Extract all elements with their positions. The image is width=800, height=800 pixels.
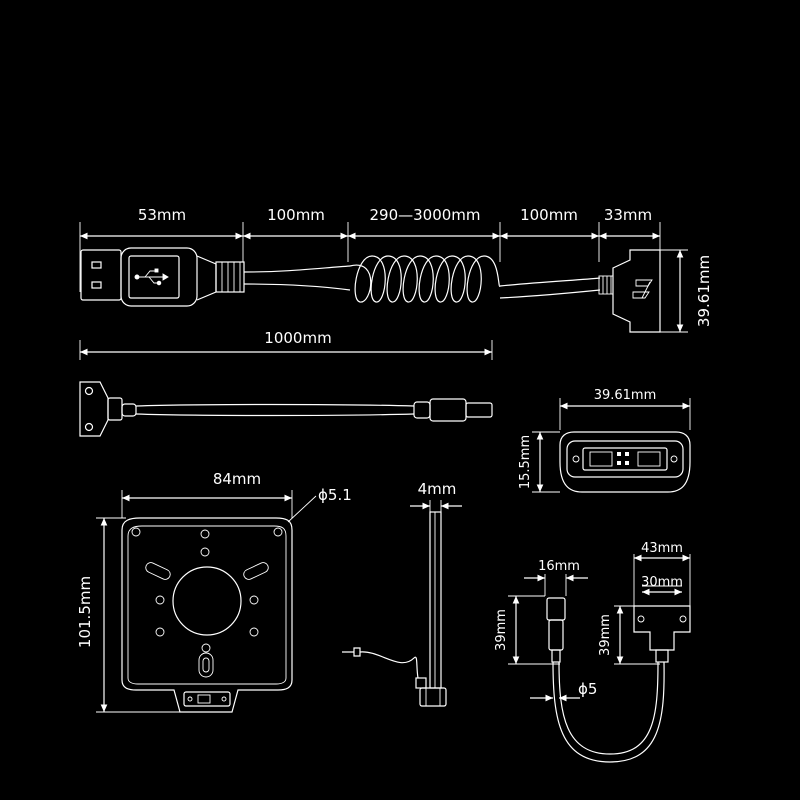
- dim-socket-outer-width: 43mm: [641, 541, 683, 556]
- dim-total-length: 1000mm: [264, 329, 331, 347]
- dim-cable-diameter: ϕ5: [578, 680, 597, 698]
- dim-coil-length: 290—3000mm: [369, 206, 480, 224]
- dim-bracket-width: 84mm: [213, 470, 261, 488]
- coil-section: [349, 255, 501, 303]
- dim-plug-height: 39mm: [494, 609, 509, 651]
- right-connector: [598, 249, 661, 333]
- extension-detail-view: 16mm 39mm 43mm 30mm 39mm ϕ5: [494, 541, 691, 763]
- dimension-extension-lines: [79, 222, 688, 333]
- dim-face-height: 15.5mm: [518, 435, 533, 489]
- connector-face-view: 39.61mm 15.5mm: [518, 388, 691, 493]
- dim-connector-length: 33mm: [604, 206, 652, 224]
- dim-straight-2: 100mm: [520, 206, 578, 224]
- dim-plug-width: 16mm: [538, 559, 580, 574]
- usb-icon: [134, 268, 169, 286]
- cable-straight-1: [243, 265, 351, 291]
- dim-straight-1: 100mm: [267, 206, 325, 224]
- dim-socket-height: 39mm: [598, 614, 613, 656]
- dim-bracket-height: 101.5mm: [76, 576, 94, 648]
- brand-logo-icon: [632, 279, 653, 299]
- dimension-lines-top: [80, 232, 684, 332]
- dim-connector-height: 39.61mm: [695, 255, 713, 327]
- extension-cable-view: 1000mm: [79, 329, 493, 437]
- dim-face-width: 39.61mm: [594, 388, 657, 403]
- dim-hole-diameter: ϕ5.1: [318, 486, 352, 504]
- dim-thickness: 4mm: [418, 480, 457, 498]
- bracket-view: 84mm ϕ5.1 101.5mm: [76, 470, 352, 713]
- usb-plug: [80, 247, 245, 307]
- coiled-cable-view: 53mm 100mm 290—3000mm 100mm 33mm 39.61mm: [79, 206, 713, 333]
- dim-usb-length: 53mm: [138, 206, 186, 224]
- dim-socket-inner-width: 30mm: [641, 575, 683, 590]
- cable-straight-2: [499, 277, 601, 299]
- side-view: 4mm: [342, 480, 462, 707]
